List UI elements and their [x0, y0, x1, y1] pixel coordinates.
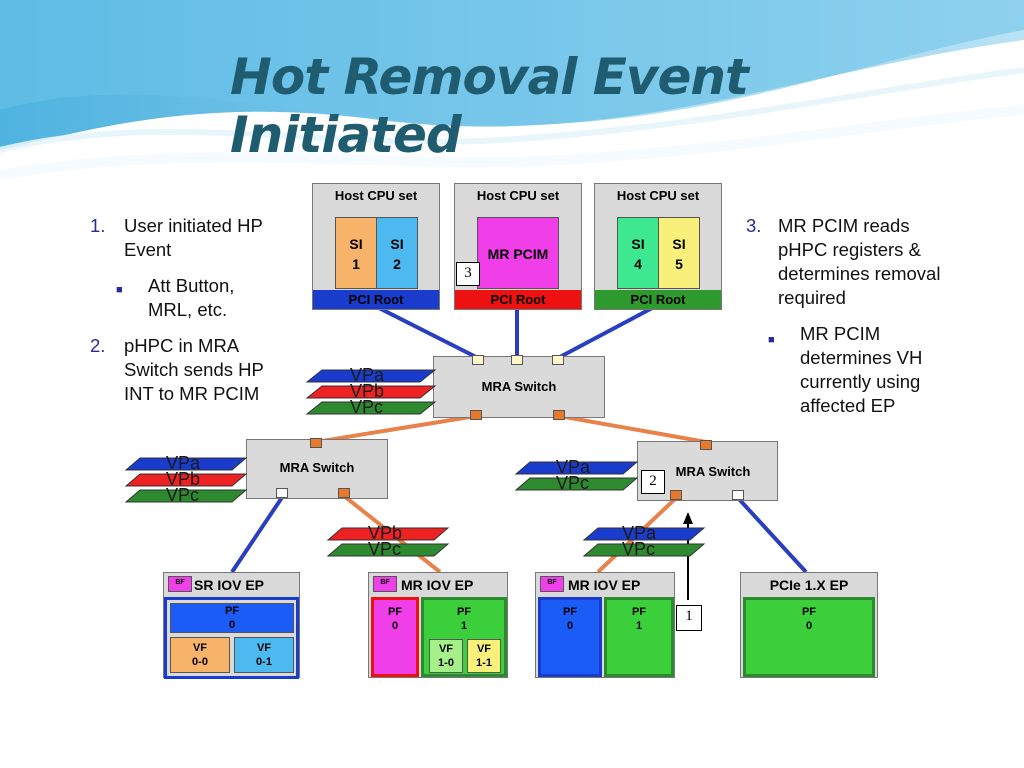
pci-root-label: PCI Root [348, 292, 404, 307]
vf-label: VF 1-0 [438, 643, 454, 669]
page-title: Hot Removal Event Initiated [230, 48, 749, 164]
si-label: SI 4 [631, 236, 645, 272]
vf-label: VF 0-0 [192, 642, 208, 668]
mra-switch-left: MRA Switch [246, 439, 388, 499]
list-subitem-text: Att Button, MRL, etc. [148, 275, 235, 320]
switch-label: MRA Switch [481, 379, 557, 394]
ep-title: PCIe 1.X EP [769, 577, 849, 593]
vp-label: VPc [622, 539, 656, 559]
vp-label: VPa [350, 365, 385, 385]
vf-label: VF 1-1 [476, 643, 492, 669]
vf-label: VF 0-1 [256, 642, 272, 668]
port-square [276, 488, 288, 498]
vp-label: VPc [166, 485, 200, 505]
port-square [700, 440, 712, 450]
switch-label: MRA Switch [675, 464, 751, 479]
vp-label: VPb [368, 523, 403, 543]
pf-label: PF 0 [224, 605, 240, 631]
pf-label: PF 0 [387, 606, 403, 632]
port-square [552, 355, 564, 365]
si-label: SI 1 [349, 236, 363, 272]
vp-label: VPa [166, 453, 201, 473]
vp-label: VPc [556, 473, 590, 493]
bf-label: BF [175, 579, 185, 586]
pf-label: PF 1 [631, 606, 647, 632]
step-marker-3: 3 [456, 262, 480, 286]
si-box [658, 217, 700, 289]
list-item-text: MR PCIM reads pHPC registers & determine… [778, 215, 941, 308]
pci-root [595, 290, 721, 309]
bf-label: BF [380, 579, 390, 586]
bullet-icon: ■ [768, 334, 775, 346]
vf-box [467, 639, 501, 673]
ep-title: MR IOV EP [568, 577, 641, 593]
ep-title: MR IOV EP [401, 577, 474, 593]
vf-box [234, 637, 294, 673]
vp-label: VPc [350, 397, 384, 417]
pf-box [371, 597, 419, 677]
pf-box [743, 597, 875, 677]
host-title: Host CPU set [616, 188, 700, 203]
pci-root [313, 290, 439, 309]
si-box [335, 217, 377, 289]
pf-box [170, 603, 294, 633]
pf-label: PF 0 [801, 606, 817, 632]
port-square [732, 490, 744, 500]
list-number: 2. [90, 335, 106, 356]
si-label: SI 5 [672, 236, 686, 272]
vp-label: VPb [350, 381, 385, 401]
list-number: 1. [90, 215, 106, 236]
port-square [511, 355, 523, 365]
port-square [310, 438, 322, 448]
pf-box [538, 597, 602, 677]
host-title: Host CPU set [476, 188, 560, 203]
pf-box [421, 597, 507, 677]
vf-box [429, 639, 463, 673]
pf-label: PF 0 [562, 606, 578, 632]
port-square [472, 355, 484, 365]
ep-title: SR IOV EP [194, 577, 265, 593]
vp-label: VPc [368, 539, 402, 559]
host-cpu-set-2: Host CPU set MR PCIM PCI Root [454, 183, 582, 310]
switch-label: MRA Switch [279, 460, 355, 475]
pci-root [455, 290, 581, 309]
pf-label: PF 1 [456, 606, 472, 632]
vp-label: VPb [166, 469, 201, 489]
bf-label: BF [547, 579, 557, 586]
vp-label: VPa [556, 457, 591, 477]
list-subitem-text: MR PCIM determines VH currently using af… [800, 323, 923, 416]
host-title: Host CPU set [334, 188, 418, 203]
bf-box [373, 576, 397, 592]
pci-root-label: PCI Root [630, 292, 686, 307]
si-box [617, 217, 659, 289]
si-box [376, 217, 418, 289]
mr-iov-ep-1: BF MR IOV EP PF 0 PF 1 VF 1-0 VF 1-1 [368, 572, 508, 678]
pcie-ep: PCIe 1.X EP PF 0 [740, 572, 878, 678]
host-cpu-set-3: Host CPU set SI 4 SI 5 PCI Root [594, 183, 722, 310]
port-square [470, 410, 482, 420]
port-square [553, 410, 565, 420]
pci-root-label: PCI Root [490, 292, 546, 307]
si-label: SI 2 [390, 236, 404, 272]
host-cpu-set-1: Host CPU set SI 1 SI 2 PCI Root [312, 183, 440, 310]
sr-iov-ep: BF SR IOV EP PF 0 VF 0-0 VF 0-1 [163, 572, 300, 679]
vp-label: VPa [622, 523, 657, 543]
step-marker-2: 2 [641, 470, 665, 494]
pf-box [604, 597, 674, 677]
bf-box [540, 576, 564, 592]
port-square [670, 490, 682, 500]
mr-pcim-label: MR PCIM [487, 246, 549, 262]
step-marker-1: 1 [676, 605, 702, 631]
bullet-icon: ■ [116, 284, 123, 296]
list-item-text: User initiated HP Event [124, 215, 263, 260]
list-number: 3. [746, 215, 762, 236]
port-square [338, 488, 350, 498]
vf-box [170, 637, 230, 673]
list-item-text: pHPC in MRA Switch sends HP INT to MR PC… [124, 335, 264, 404]
bf-box [168, 576, 192, 592]
mr-pcim-box [477, 217, 559, 289]
mr-iov-ep-2: BF MR IOV EP PF 0 PF 1 [535, 572, 675, 678]
